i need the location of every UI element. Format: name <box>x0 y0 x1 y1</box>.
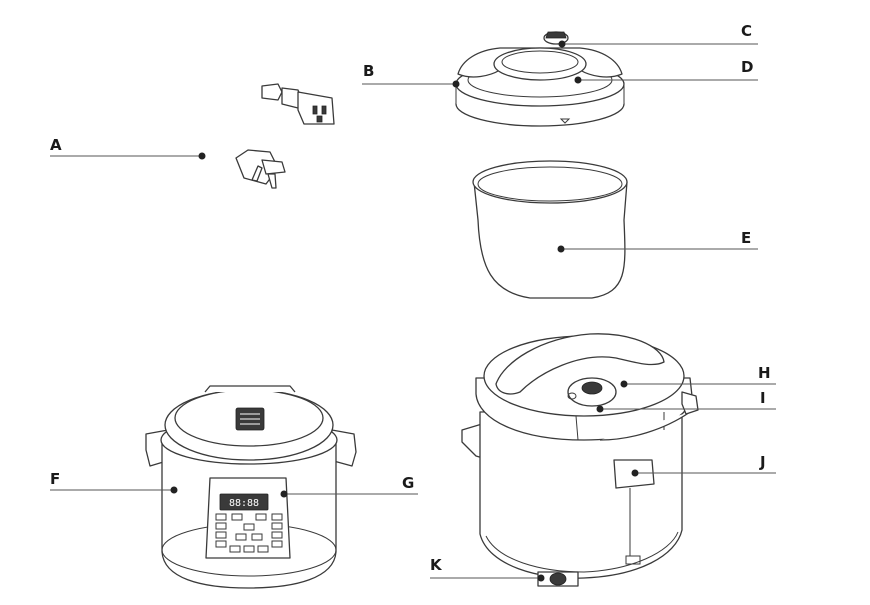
inner-pot <box>472 160 628 299</box>
label-i: I <box>760 389 766 407</box>
label-e: E <box>741 229 751 247</box>
label-j: J <box>759 453 766 471</box>
label-k: K <box>430 556 443 574</box>
power-cord <box>145 69 335 189</box>
label-d: D <box>741 58 753 76</box>
label-g: G <box>402 474 414 492</box>
cooker-front-view: 88:88 <box>145 385 357 589</box>
label-f: F <box>50 470 60 488</box>
lid <box>455 31 625 127</box>
part-labels: A B C D E F G H I J K <box>50 22 771 574</box>
display-digits: 88:88 <box>229 498 259 509</box>
cooker-side-view <box>461 333 699 587</box>
leader-lines <box>50 40 776 582</box>
label-h: H <box>758 364 771 382</box>
label-a: A <box>50 136 62 154</box>
label-c: C <box>741 22 752 40</box>
label-b: B <box>363 62 374 80</box>
